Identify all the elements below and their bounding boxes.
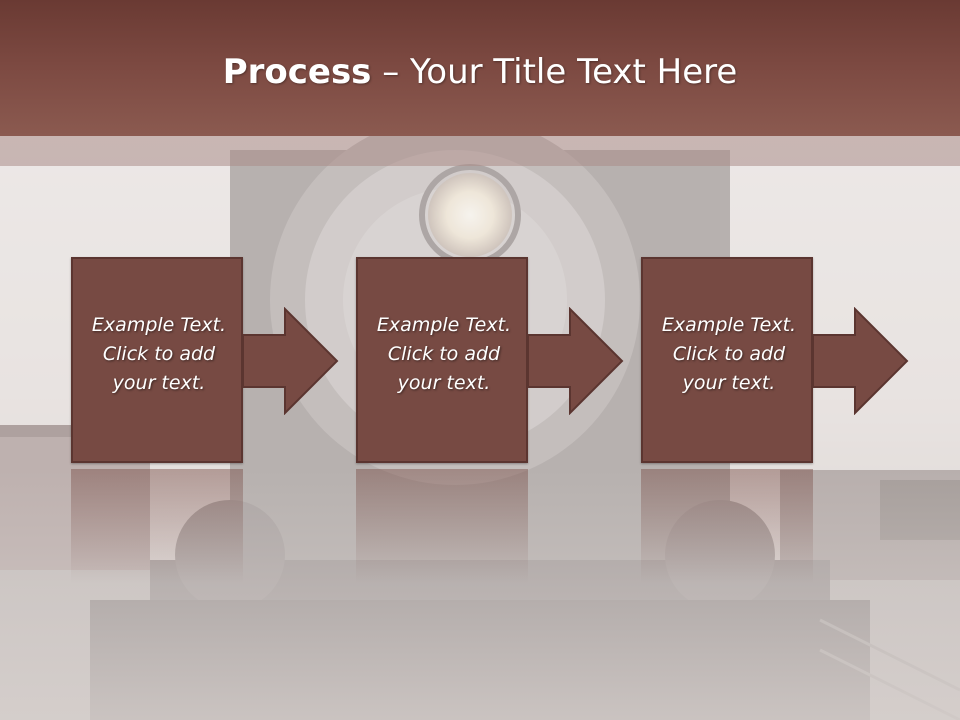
step-2-box[interactable]: Example Text. Click to add your text. bbox=[356, 257, 528, 463]
step-3-text[interactable]: Example Text. Click to add your text. bbox=[661, 314, 797, 394]
step-1-text[interactable]: Example Text. Click to add your text. bbox=[91, 314, 227, 394]
title-rest-text: – Your Title Text Here bbox=[371, 52, 738, 92]
process-step-2[interactable]: Example Text. Click to add your text. bbox=[356, 257, 532, 467]
step-2-reflection bbox=[356, 469, 528, 589]
step-3-reflection bbox=[641, 469, 813, 589]
step-1-arrow-icon bbox=[243, 307, 339, 415]
slide-title[interactable]: Process – Your Title Text Here bbox=[0, 52, 960, 92]
title-bar bbox=[0, 0, 960, 136]
step-3-box[interactable]: Example Text. Click to add your text. bbox=[641, 257, 813, 463]
step-3-arrow-icon bbox=[813, 307, 909, 415]
step-2-arrow-icon bbox=[528, 307, 624, 415]
title-bold-text: Process bbox=[222, 52, 372, 92]
process-step-1[interactable]: Example Text. Click to add your text. bbox=[71, 257, 247, 467]
step-1-box[interactable]: Example Text. Click to add your text. bbox=[71, 257, 243, 463]
step-2-text[interactable]: Example Text. Click to add your text. bbox=[376, 314, 512, 394]
process-step-3[interactable]: Example Text. Click to add your text. bbox=[641, 257, 817, 467]
title-accent-strip bbox=[0, 136, 960, 166]
step-1-reflection bbox=[71, 469, 243, 589]
